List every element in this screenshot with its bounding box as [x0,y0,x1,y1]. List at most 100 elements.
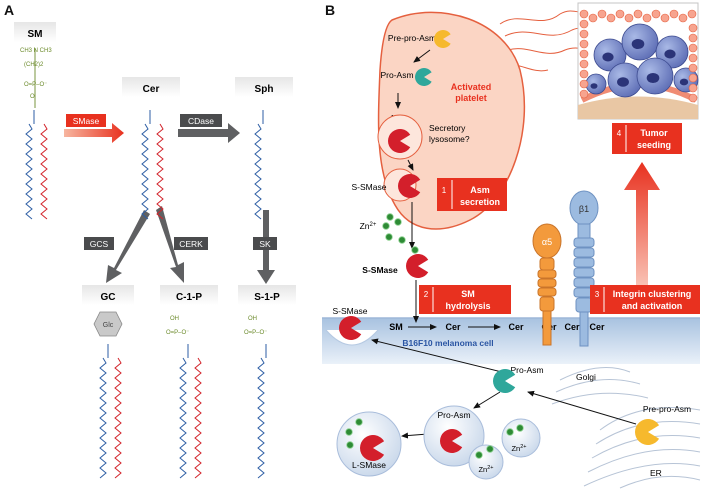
tumor-platelet-18 [688,43,698,53]
pre-pro-asm-top-pacman [434,29,451,48]
svg-text:2: 2 [424,290,429,299]
tumor-platelet-7 [642,13,652,23]
arrow-lysosome-to-secretion [407,159,414,171]
activated-platelet-label-1: Activated [451,82,492,92]
tumor-platelet-26 [688,83,698,93]
s-smase-3-label: S-SMase [333,306,368,316]
sm-headgroup: CH3 N CH3 (CH2)2 O=P–O⁻ O [20,48,52,108]
sk-label: SK [259,239,271,249]
tumor-nucleus-0 [602,52,614,62]
l-smase-pacman [360,435,385,462]
tumor-seeding-arrow [624,162,660,300]
zn-dot-6 [345,428,353,436]
zinc-dots [345,213,524,459]
pre-pro-asm-top-label: Pre-pro-Asm [388,33,436,43]
zn-dot-3 [385,233,393,241]
membrane-label: B16F10 melanoma cell [402,338,493,348]
zn-dot-4 [398,236,406,244]
sm-lipid-chain-2 [40,123,48,220]
secretory-label-2: lysosome? [429,134,470,144]
zn-dot-11 [506,428,514,436]
sm-membrane-label: SM [389,322,403,332]
cer-2-label: Cer [508,322,524,332]
tumor-platelet-28 [688,93,698,103]
zn-dot-9 [475,451,483,459]
s-smase-3-pacman [339,316,362,341]
cer-5-label: Cer [589,322,605,332]
tumor-image [577,2,699,120]
sm-label: SM [28,29,43,40]
tumor-platelet-9 [660,13,670,23]
golgi-label: Golgi [576,372,596,382]
s1p-label: S-1-P [254,292,280,303]
panel-a-letter: A [4,2,14,18]
gcs-box [84,237,114,250]
tumor-platelet-22 [688,63,698,73]
pro-asm-bottom-pacman [440,429,463,453]
gcs-label: GCS [90,239,109,249]
lipid-chains [25,110,267,479]
cer-header [122,77,180,97]
tumor-platelet-25 [579,79,589,89]
tumor-platelet-10 [669,9,679,19]
glc-label: Glc [103,322,114,329]
tumor-platelet-4 [615,9,625,19]
step-1: 1 Asm secretion [437,178,507,211]
svg-text:CH3 N CH3: CH3 N CH3 [20,48,52,54]
integrin-beta1 [569,190,599,347]
zn-dot-10 [486,445,494,453]
svg-text:1: 1 [442,186,447,195]
pro-asm-mid-label: Pro-Asm [510,365,543,375]
panel-b-letter: B [325,2,335,18]
s-smase-1-label: S-SMase [352,182,387,192]
zn-dot-12 [516,424,524,432]
tumor-platelet-12 [687,9,697,19]
arrow-prepro-to-pro [527,390,637,425]
sm-lipid-chain-1 [25,123,33,220]
svg-text:SM: SM [461,289,475,299]
s1p-header [238,285,296,305]
c1p-phosphate-2: O=P–O⁻ [166,330,189,336]
step-3: 3 Integrin clustering and activation [590,285,700,314]
tumor-platelet-16 [688,33,698,43]
tumor-platelet-21 [579,59,589,69]
sm-header [14,22,56,42]
cell-membrane [322,318,700,364]
s1p-lipid-chain-1 [257,357,265,479]
pro-asm-top-pacman [415,68,432,86]
l-smase-label: L-SMase [352,460,386,470]
tumor-nucleus-1 [631,38,645,50]
sph-lipid-chain-1 [254,123,262,220]
integrin-alpha5 [532,223,562,346]
secretory-label-1: Secretory [429,123,466,133]
gcs-arrow [106,210,150,283]
asm-pacman [388,129,411,153]
glc-hexagon [93,311,123,337]
pro-asm-top-label: Pro-Asm [380,70,413,80]
smase-box [66,114,106,127]
cer-lipid-chain-1 [141,123,149,220]
s1p-phosphate: OH [248,316,257,322]
zn-dot-0 [386,213,394,221]
svg-text:4: 4 [617,129,622,138]
tumor-nucleus-2 [664,49,676,59]
svg-text:Tumor: Tumor [640,128,668,138]
pro-asm-mid-pacman [493,369,516,393]
c1p-lipid-chain-1 [179,357,187,479]
tumor-platelet-24 [688,73,698,83]
cer-lipid-chain-2 [156,123,164,220]
cer-label: Cer [143,84,160,95]
cdase-arrow [178,123,240,143]
step-4: 4 Tumor seeding [612,123,682,154]
activated-platelet [377,11,526,230]
tumor-nucleus-3 [617,77,629,87]
svg-text:O=P–O⁻: O=P–O⁻ [24,82,47,88]
sk-box [253,237,277,250]
tumor-platelet-19 [579,49,589,59]
sph-header [235,77,293,97]
svg-text:seeding: seeding [637,140,671,150]
golgi-er [551,367,701,489]
s-smase-1-pacman [397,174,421,198]
